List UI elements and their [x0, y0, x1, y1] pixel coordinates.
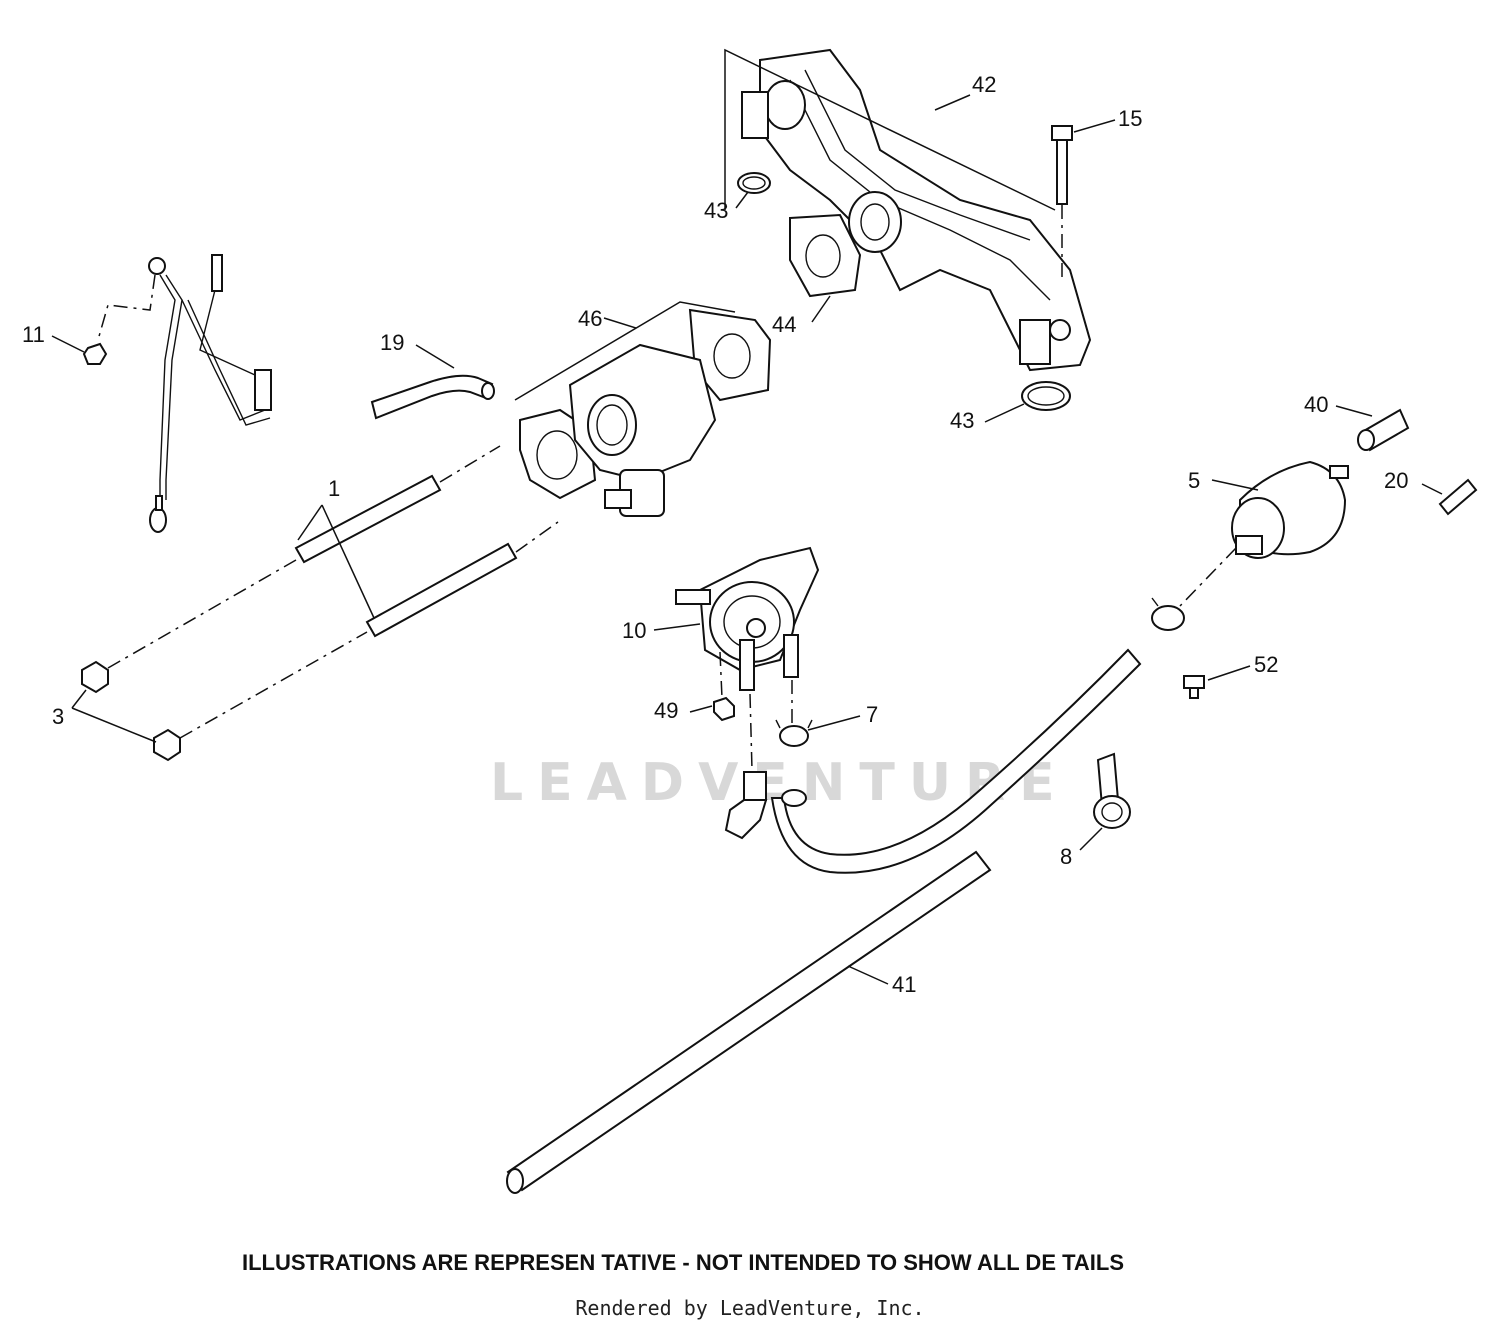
intake-manifold-part	[741, 48, 1092, 372]
callout-19: 19	[380, 330, 404, 355]
callout-10: 10	[622, 618, 646, 643]
callout-15: 15	[1118, 106, 1142, 131]
clamp-filter-part	[1151, 597, 1185, 631]
bracket-42	[724, 48, 1056, 211]
sleeve-40-part	[1357, 408, 1410, 452]
callout-44: 44	[772, 312, 796, 337]
callout-42: 42	[972, 72, 996, 97]
callout-43-lower: 43	[950, 408, 974, 433]
screw-49-part	[713, 696, 735, 722]
gasket-44-part	[789, 213, 862, 298]
callout-11: 11	[22, 322, 45, 347]
hose-19-part	[370, 374, 495, 420]
callout-1: 1	[328, 476, 340, 501]
callout-41: 41	[892, 972, 916, 997]
callout-5: 5	[1188, 468, 1200, 493]
clamp-7-part	[775, 719, 813, 747]
callout-7: 7	[866, 702, 878, 727]
callout-20: 20	[1384, 468, 1408, 493]
carburetor-46-part	[519, 308, 772, 517]
elbow-fitting-part	[724, 771, 768, 840]
bracket-46	[514, 301, 736, 401]
credit-text: Rendered by LeadVenture, Inc.	[575, 1296, 925, 1320]
o-ring-43-lower	[1021, 381, 1071, 411]
fuel-filter-5-part	[1231, 460, 1349, 559]
pin-20-part	[1438, 478, 1478, 516]
fitting-52-part	[1183, 675, 1205, 699]
callout-8: 8	[1060, 844, 1072, 869]
callout-52: 52	[1254, 652, 1278, 677]
wire-harness-part	[148, 254, 272, 533]
callout-3: 3	[52, 704, 64, 729]
callout-40: 40	[1304, 392, 1328, 417]
clip-8-part	[1093, 752, 1131, 829]
fuel-line-part	[770, 648, 1142, 874]
hose-41-part	[506, 850, 992, 1194]
callout-43-upper: 43	[704, 198, 728, 223]
disclaimer-text: ILLUSTRATIONS ARE REPRESEN TATIVE - NOT …	[241, 1250, 1125, 1275]
o-ring-43-upper	[737, 172, 771, 194]
stud-1-part	[294, 474, 518, 638]
fuel-pump-10-part	[675, 546, 820, 691]
callout-49: 49	[654, 698, 678, 723]
bolt-15-part	[1051, 125, 1073, 205]
nut-3-part	[81, 660, 181, 762]
callout-46: 46	[578, 306, 602, 331]
screw-11-part	[82, 342, 108, 365]
